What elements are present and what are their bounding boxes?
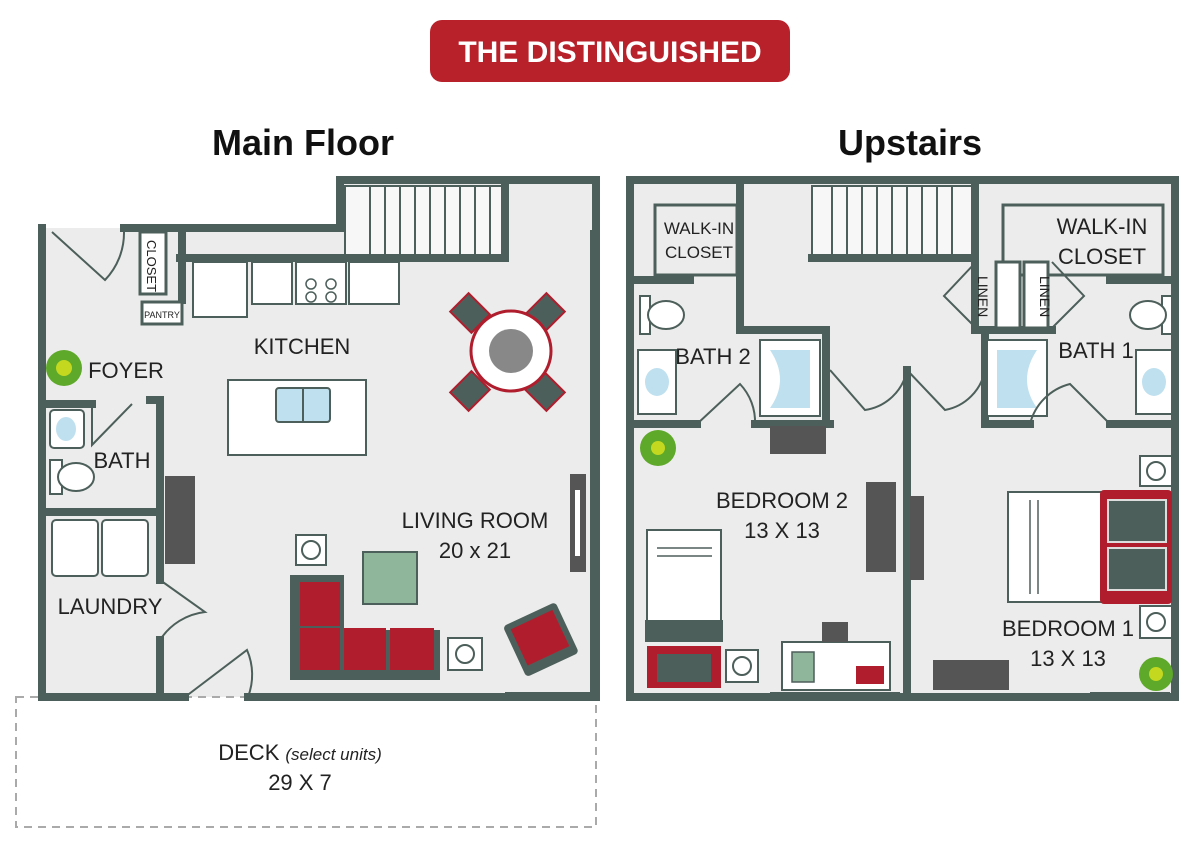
linen-left-label: LINEN (975, 276, 991, 317)
lamp-icon (295, 534, 483, 671)
deck-door-swing (184, 648, 254, 698)
bath-1-door-swing (1029, 382, 1111, 425)
bedroom-2-label: BEDROOM 2 (716, 488, 848, 513)
kitchen-label: KITCHEN (254, 334, 351, 359)
badge-label: THE DISTINGUISHED (458, 36, 761, 69)
sectional-sofa (290, 575, 440, 680)
bedroom-1-door-swing (906, 369, 986, 412)
deck-size: 29 X 7 (268, 770, 332, 795)
bath-2-label: BATH 2 (675, 344, 750, 369)
bath-1-label: BATH 1 (1058, 338, 1133, 363)
bedroom-2-bed (645, 529, 723, 688)
pantry-label: PANTRY (144, 310, 180, 320)
linen-right-label: LINEN (1037, 276, 1053, 317)
stove-icon (305, 278, 337, 303)
deck-outline (15, 696, 597, 828)
upstairs-stairs (811, 185, 973, 257)
lamp-icon (725, 455, 1173, 683)
bath-2-door-swing (696, 382, 757, 425)
bedroom-1-label: BEDROOM 1 (1002, 616, 1134, 641)
toilet-icon (49, 459, 95, 495)
main-windows (505, 230, 596, 695)
bath-1-fixtures (986, 295, 1173, 417)
desk (781, 622, 891, 691)
deck-label: DECK (218, 740, 279, 765)
foyer-label: FOYER (88, 358, 164, 383)
badge-background (430, 20, 790, 82)
deck-label-line: DECK (select units) (218, 740, 382, 765)
closet-partitions (653, 203, 1165, 277)
upstairs-walls (626, 176, 1179, 701)
bedroom-1-tv (910, 496, 924, 580)
plant-icon (46, 350, 82, 386)
walk-in-closet-right-line-2: CLOSET (1058, 244, 1146, 269)
bedroom-1-bed (1007, 490, 1172, 604)
kitchen-counters (192, 261, 400, 318)
main-floor-heading: Main Floor (212, 122, 394, 163)
coffee-table (362, 551, 418, 605)
pantry-box (140, 300, 184, 326)
walk-in-closet-left-line-2: CLOSET (665, 243, 733, 262)
main-floor-plan: CLOSET PANTRY (15, 176, 600, 828)
plant-icon (1139, 657, 1173, 691)
armchair (504, 603, 578, 676)
bedroom-2-dresser (866, 482, 896, 572)
title-badge: THE DISTINGUISHED (430, 20, 790, 82)
bedroom-2-door-swing (829, 369, 908, 412)
bedroom-1-size: 13 X 13 (1030, 646, 1106, 671)
main-stairs (344, 185, 506, 257)
washer-dryer (51, 519, 149, 577)
living-room-label: LIVING ROOM (402, 508, 549, 533)
walk-in-closet-right-line-1: WALK-IN (1057, 214, 1148, 239)
walk-in-closet-left-line-1: WALK-IN (664, 219, 734, 238)
living-room-size: 20 x 21 (439, 538, 511, 563)
closet-box (138, 230, 168, 296)
main-walls (38, 176, 600, 701)
upstairs-heading: Upstairs (838, 122, 982, 163)
deck-note: (select units) (285, 745, 381, 764)
bath-door-swing (91, 403, 133, 448)
dresser (770, 426, 826, 454)
plant-icon (640, 430, 676, 466)
bath-2-fixtures (637, 295, 821, 417)
upstairs-plan: LINEN LINEN (626, 176, 1179, 701)
entry-door-swing (51, 231, 126, 282)
dining-table (448, 291, 567, 413)
media-cabinet (165, 476, 195, 564)
linen-closets (942, 260, 1086, 330)
laundry-label: LAUNDRY (58, 594, 163, 619)
bedroom-2-size: 13 X 13 (744, 518, 820, 543)
bench (933, 660, 1009, 690)
laundry-door-swing (159, 579, 208, 641)
bath-label: BATH (93, 448, 150, 473)
closet-label: CLOSET (144, 240, 159, 292)
